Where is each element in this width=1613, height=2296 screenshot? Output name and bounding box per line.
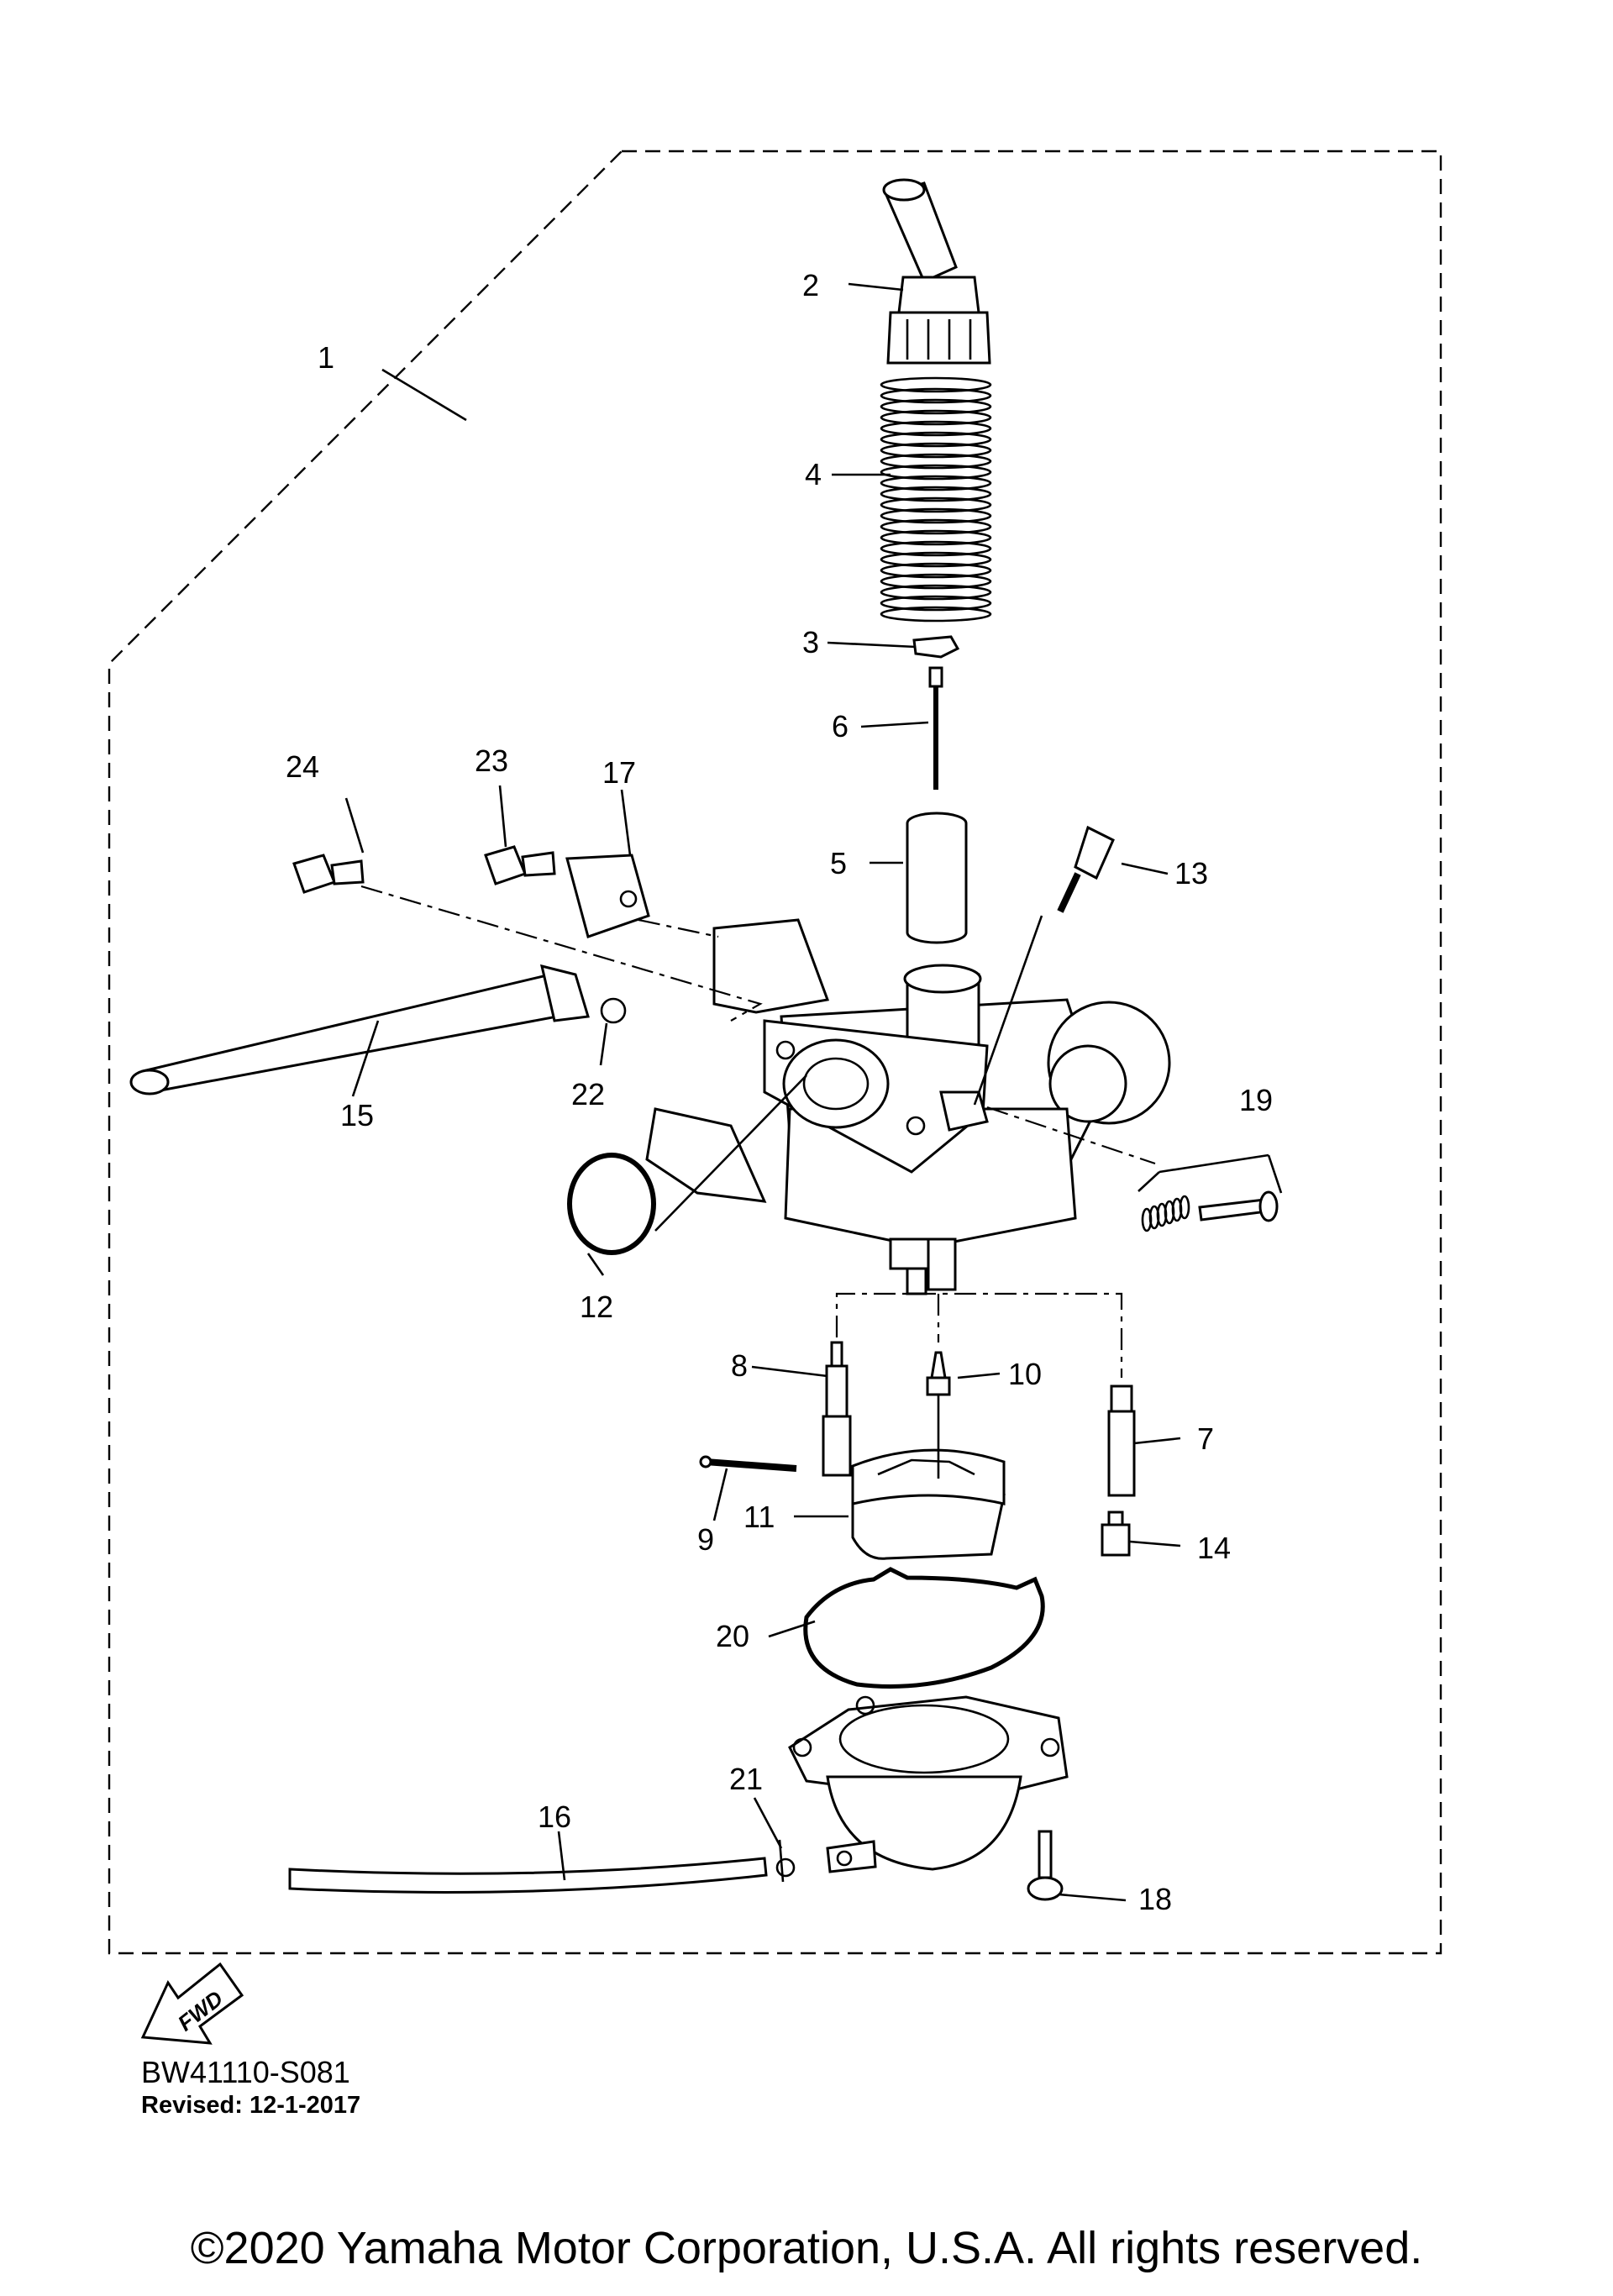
callout-20: 20 bbox=[716, 1619, 749, 1653]
callout-2: 2 bbox=[802, 268, 819, 302]
copyright-notice: ©2020 Yamaha Motor Corporation, U.S.A. A… bbox=[190, 2223, 1423, 2273]
callout-3: 3 bbox=[802, 625, 819, 659]
part-24-screw bbox=[292, 854, 365, 894]
callout-1: 1 bbox=[318, 340, 334, 375]
callout-11: 11 bbox=[743, 1500, 775, 1534]
spring-coil bbox=[880, 529, 992, 546]
spring-coil bbox=[880, 442, 992, 459]
carburetor-body bbox=[645, 964, 1171, 1295]
part-13-air-screw bbox=[1057, 825, 1115, 913]
assembly-boundary bbox=[108, 150, 1442, 1955]
part-5-throttle-valve bbox=[906, 812, 968, 944]
spring-coil bbox=[880, 475, 992, 491]
callout-18: 18 bbox=[1138, 1882, 1172, 1916]
spring-coil bbox=[880, 518, 992, 535]
callout-6: 6 bbox=[832, 709, 849, 743]
callout-5: 5 bbox=[830, 846, 847, 880]
part-18-screw bbox=[1027, 1830, 1064, 1901]
part-15-lever-rod bbox=[129, 964, 590, 1095]
part-20-gasket bbox=[803, 1567, 1045, 1689]
spring-coil bbox=[880, 497, 992, 513]
part-8-slow-jet bbox=[822, 1341, 852, 1477]
small-spring-coil bbox=[1179, 1195, 1190, 1220]
callout-17: 17 bbox=[602, 755, 636, 790]
callout-9: 9 bbox=[697, 1522, 714, 1557]
choke-lever bbox=[712, 918, 830, 1014]
part-16-drain-hose bbox=[288, 1857, 768, 1894]
callout-21: 21 bbox=[729, 1762, 763, 1796]
spring-coil bbox=[880, 595, 992, 612]
callout-14: 14 bbox=[1197, 1531, 1231, 1565]
callout-13: 13 bbox=[1174, 856, 1208, 891]
part-14-main-jet bbox=[1101, 1511, 1131, 1557]
spring-coil bbox=[880, 464, 992, 481]
part-22-clip bbox=[600, 997, 627, 1024]
part-4-spring bbox=[880, 376, 992, 623]
spring-coil bbox=[880, 453, 992, 470]
fwd-arrow-icon: FWD bbox=[140, 1962, 244, 2045]
callout-numbers: 1 2 3 4 5 6 7 8 9 10 11 12 13 14 15 16 1… bbox=[286, 268, 1273, 1916]
spring-coil bbox=[880, 398, 992, 415]
spring-coil bbox=[880, 573, 992, 590]
spring-coil bbox=[880, 409, 992, 426]
callout-8: 8 bbox=[731, 1348, 748, 1383]
spring-coil bbox=[880, 551, 992, 568]
spring-coil bbox=[880, 376, 992, 393]
revision-date: Revised: 12-1-2017 bbox=[141, 2092, 361, 2119]
spring-coil bbox=[880, 420, 992, 437]
part-11-float bbox=[851, 1448, 1006, 1560]
part-3-needle-clip bbox=[912, 635, 960, 659]
part-7-needle-jet bbox=[1107, 1384, 1136, 1497]
callout-7: 7 bbox=[1197, 1421, 1214, 1456]
callout-10: 10 bbox=[1008, 1357, 1042, 1391]
alignment-lines bbox=[360, 885, 1156, 1378]
part-10-float-needle bbox=[926, 1351, 951, 1396]
spring-coil bbox=[880, 540, 992, 557]
callout-24: 24 bbox=[286, 749, 319, 784]
callout-22: 22 bbox=[571, 1077, 605, 1111]
callout-4: 4 bbox=[805, 457, 822, 491]
float-bowl bbox=[788, 1695, 1069, 1873]
spring-coil bbox=[880, 387, 992, 404]
part-12-o-ring bbox=[567, 1153, 656, 1255]
spring-coil bbox=[880, 584, 992, 601]
part-6-jet-needle bbox=[928, 666, 943, 790]
spring-coil bbox=[880, 486, 992, 502]
callout-15: 15 bbox=[340, 1098, 374, 1132]
spring-coil bbox=[880, 606, 992, 623]
spring-coil bbox=[880, 507, 992, 524]
callout-19: 19 bbox=[1239, 1083, 1273, 1117]
spring-coil bbox=[880, 431, 992, 448]
part-19-screw-spring bbox=[1141, 1190, 1279, 1232]
callout-23: 23 bbox=[475, 743, 508, 778]
part-23-screw bbox=[484, 845, 556, 885]
leader-lines bbox=[344, 282, 1283, 1902]
spring-coil bbox=[880, 562, 992, 579]
callout-12: 12 bbox=[580, 1290, 613, 1324]
reference-code: BW41110-S081 bbox=[141, 2055, 350, 2089]
part-2-throttle-cap bbox=[882, 178, 991, 365]
part-17-choke-plate bbox=[565, 854, 650, 938]
part-9-float-pin bbox=[699, 1455, 797, 1472]
callout-16: 16 bbox=[538, 1799, 571, 1834]
